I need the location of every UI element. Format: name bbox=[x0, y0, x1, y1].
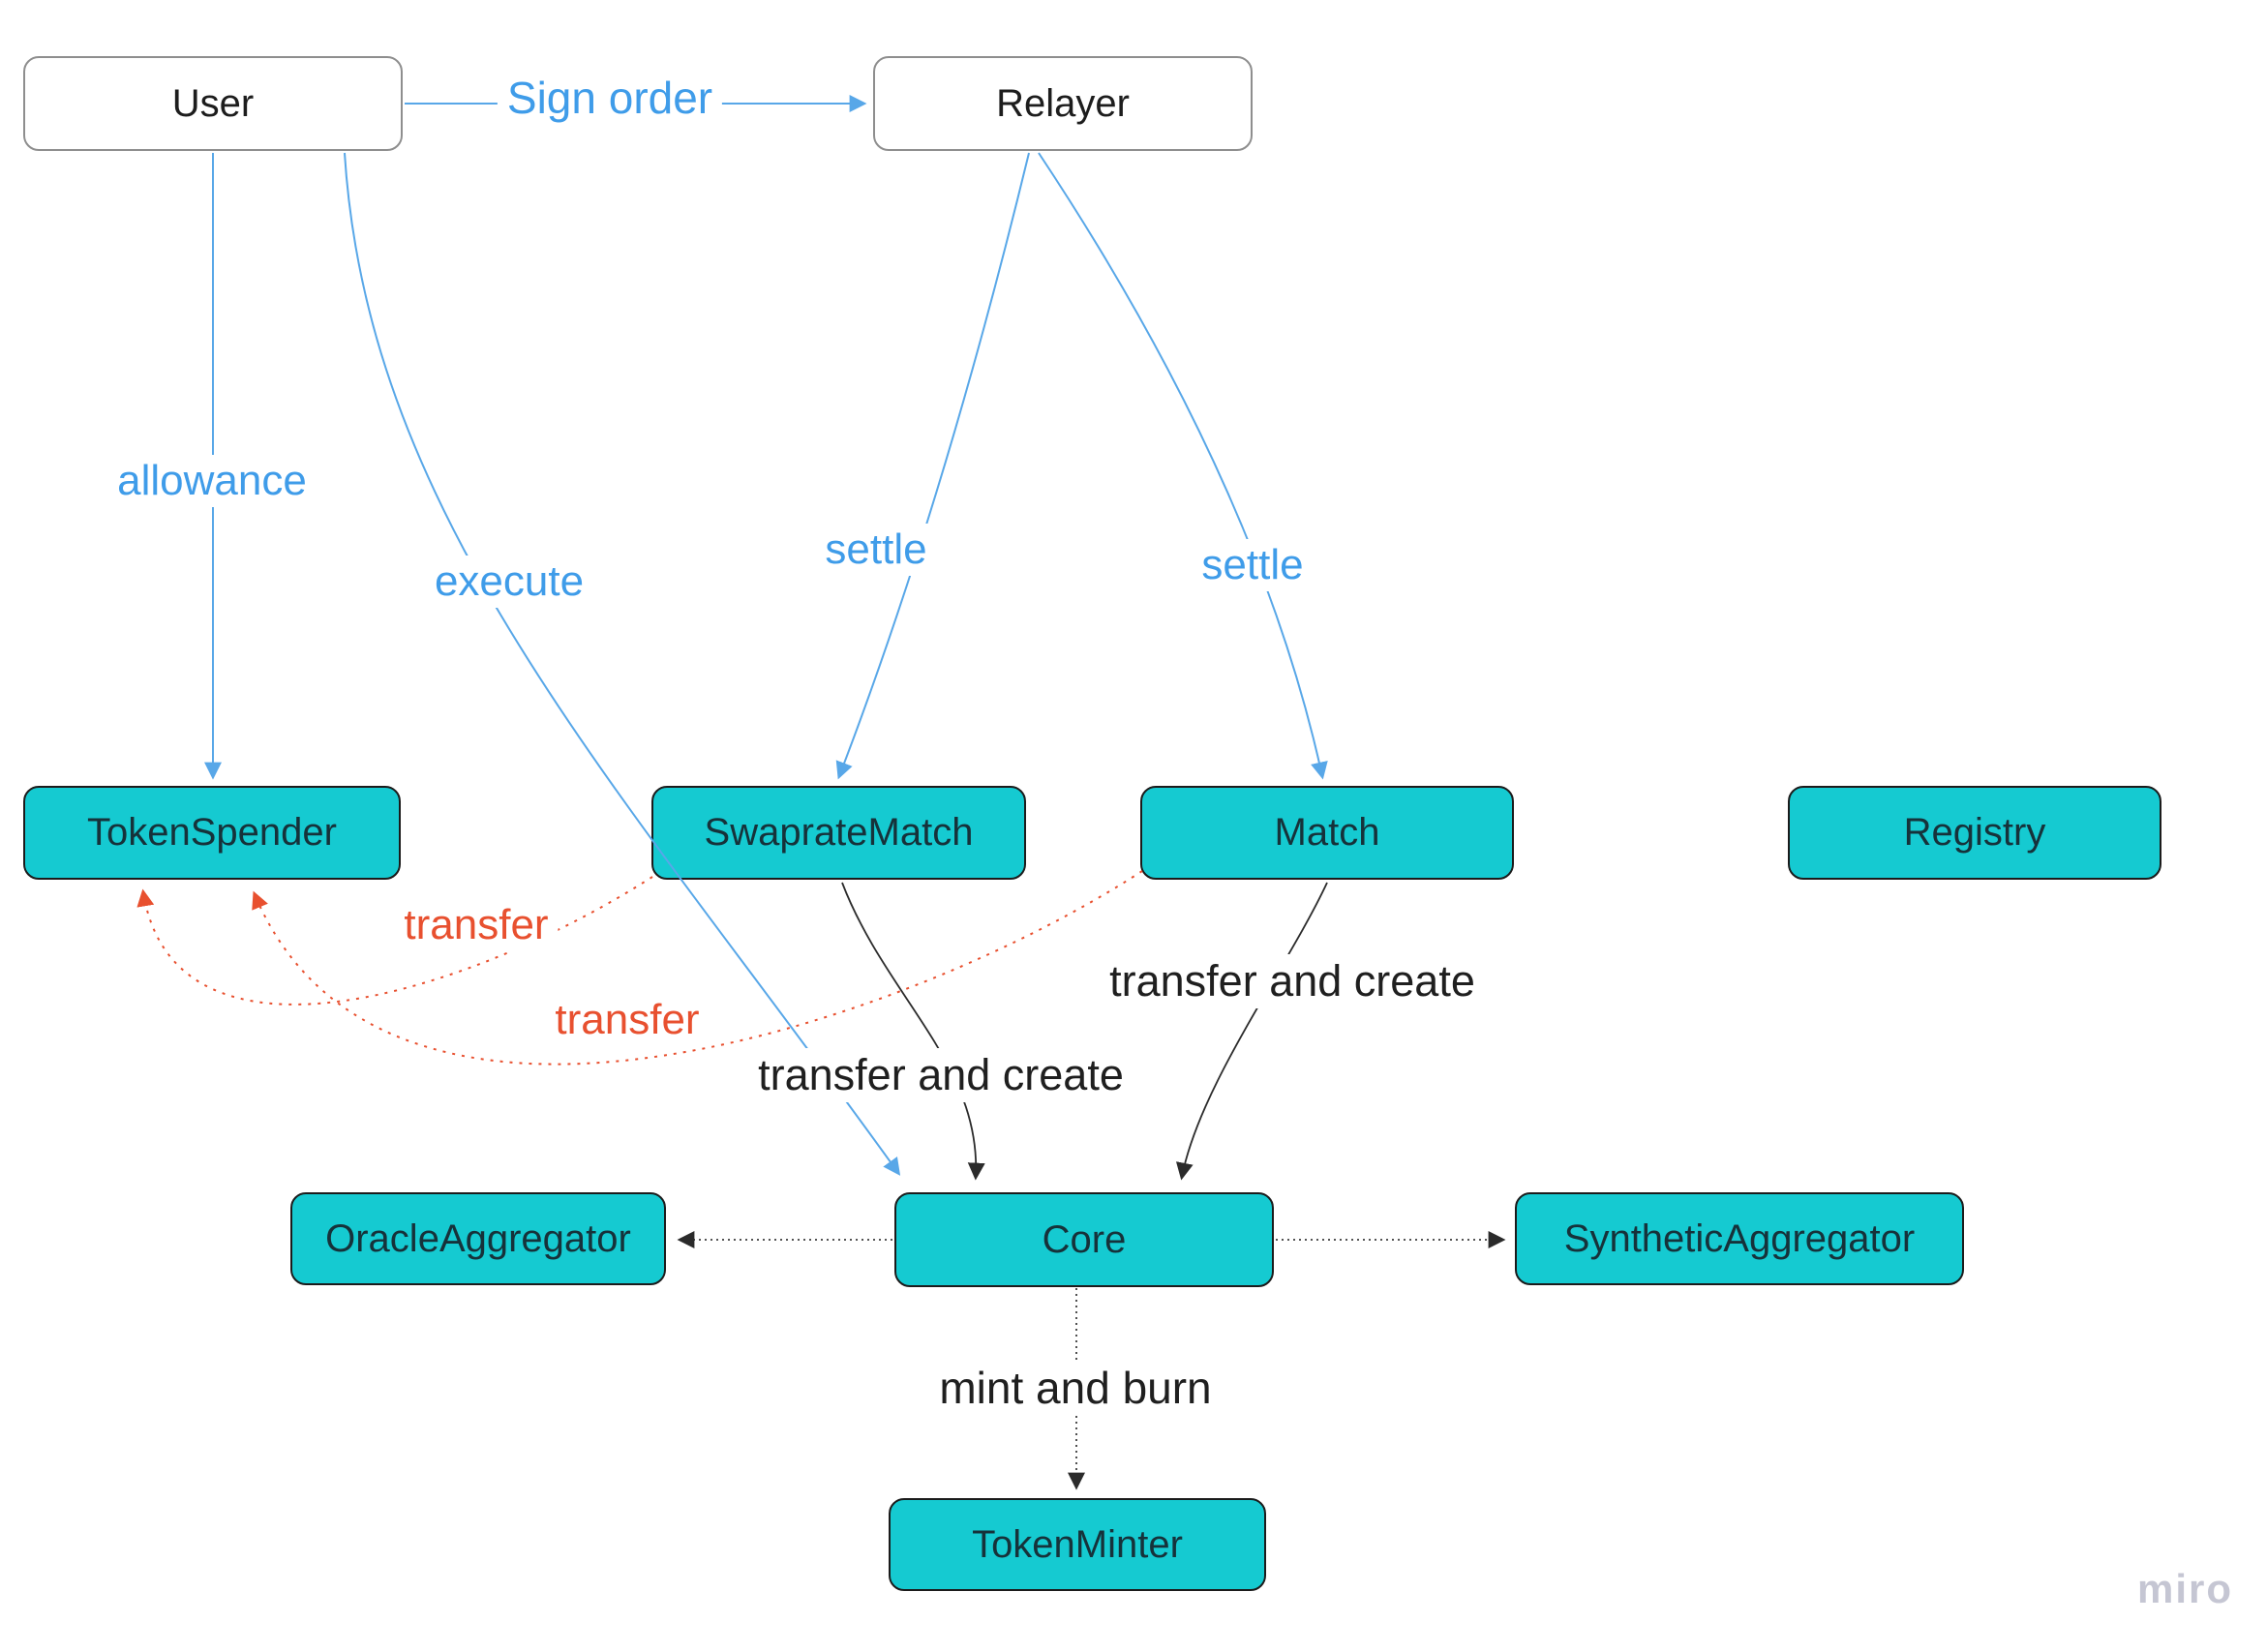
edge-label-transfer-lower: transfer bbox=[545, 994, 710, 1046]
edge-transfer-match[interactable] bbox=[252, 870, 1143, 1066]
node-synthetic-aggregator-label: SyntheticAggregator bbox=[1563, 1216, 1916, 1260]
node-synthetic-aggregator[interactable]: SyntheticAggregator bbox=[1515, 1192, 1964, 1285]
edge-tac-match[interactable] bbox=[1175, 882, 1328, 1181]
edge-label-sign-order: Sign order bbox=[497, 70, 723, 126]
node-core-label: Core bbox=[1042, 1217, 1127, 1261]
miro-watermark-logo: miro bbox=[2137, 1566, 2234, 1611]
edge-label-mint-and-burn: mint and burn bbox=[929, 1360, 1222, 1416]
node-registry-label: Registry bbox=[1903, 811, 2046, 854]
edge-execute[interactable] bbox=[344, 152, 901, 1176]
edge-tac-swaprate[interactable] bbox=[841, 882, 985, 1181]
node-oracle-aggregator[interactable]: OracleAggregator bbox=[290, 1192, 666, 1285]
node-user[interactable]: User bbox=[23, 56, 403, 151]
edge-transfer-swaprate[interactable] bbox=[136, 876, 653, 1006]
node-core[interactable]: Core bbox=[894, 1192, 1274, 1287]
edge-label-settle-right: settle bbox=[1192, 539, 1314, 591]
edge-label-transfer-upper: transfer bbox=[394, 899, 559, 951]
node-oracle-aggregator-label: OracleAggregator bbox=[325, 1216, 631, 1260]
edge-label-transfer-and-create-match: transfer and create bbox=[1100, 954, 1485, 1008]
node-token-spender[interactable]: TokenSpender bbox=[23, 786, 401, 880]
node-relayer-label: Relayer bbox=[996, 81, 1130, 125]
node-swaprate-match-label: SwaprateMatch bbox=[704, 811, 974, 854]
node-token-minter-label: TokenMinter bbox=[972, 1522, 1183, 1566]
node-token-minter[interactable]: TokenMinter bbox=[889, 1498, 1266, 1591]
edge-label-transfer-and-create-swaprate: transfer and create bbox=[748, 1048, 1134, 1102]
edge-label-allowance: allowance bbox=[107, 455, 317, 507]
edge-label-execute: execute bbox=[424, 556, 594, 608]
node-swaprate-match[interactable]: SwaprateMatch bbox=[651, 786, 1026, 880]
node-registry[interactable]: Registry bbox=[1788, 786, 2161, 880]
node-user-label: User bbox=[171, 81, 255, 125]
node-relayer[interactable]: Relayer bbox=[873, 56, 1253, 151]
edge-settle-right[interactable] bbox=[1038, 152, 1328, 780]
node-match[interactable]: Match bbox=[1140, 786, 1514, 880]
edge-settle-left[interactable] bbox=[835, 152, 1030, 780]
node-token-spender-label: TokenSpender bbox=[87, 811, 337, 854]
edge-label-settle-left: settle bbox=[815, 524, 937, 576]
node-match-label: Match bbox=[1274, 811, 1380, 854]
